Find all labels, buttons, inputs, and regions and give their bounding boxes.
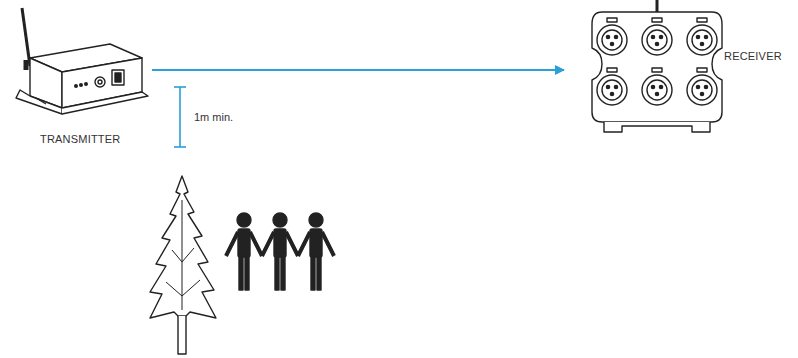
receiver-node: RECEIVER <box>572 0 794 135</box>
transmitter-node: TRANSMITTER <box>0 0 150 150</box>
device-label: RECEIVER <box>724 50 782 62</box>
tree <box>150 176 216 354</box>
people <box>226 213 334 290</box>
dimension-label: 1m min. <box>194 111 233 123</box>
transmitter-device <box>16 8 148 114</box>
dimension-bracket <box>174 87 186 147</box>
receiver-device <box>592 0 722 132</box>
signal-arrow <box>152 69 564 71</box>
device-label: TRANSMITTER <box>40 133 120 145</box>
